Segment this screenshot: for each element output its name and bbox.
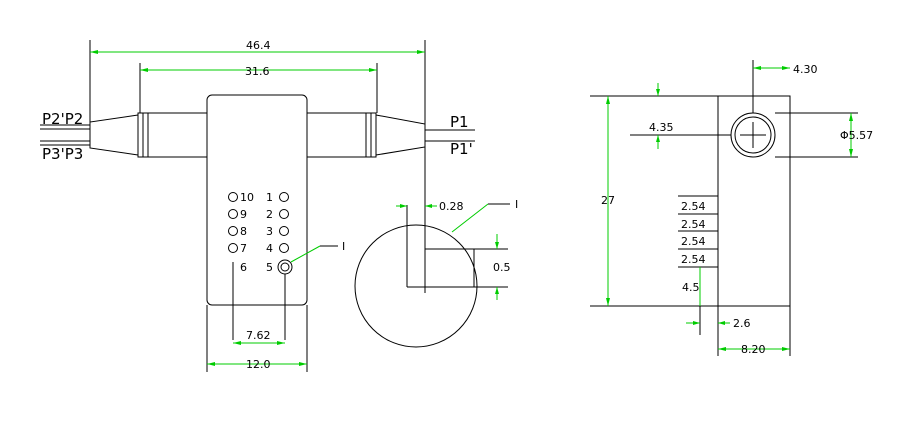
- left-taper: [89, 114, 139, 156]
- pin-hole: [279, 209, 289, 219]
- pin-hole: [279, 192, 289, 202]
- side-body: [717, 95, 791, 307]
- port-label-p2: P2'P2: [42, 110, 83, 128]
- dim-pitch: 2.54: [681, 218, 706, 231]
- pin-5-ring: [277, 259, 293, 275]
- dim-hole-offset-x: 4.30: [793, 63, 818, 76]
- port-label-p3: P3'P3: [42, 145, 83, 163]
- pin-hole: [228, 192, 238, 202]
- right-taper: [375, 114, 426, 156]
- pin-hole: [228, 226, 238, 236]
- dim-offset: 0.28: [439, 200, 464, 213]
- pin-number: 8: [240, 225, 247, 238]
- dim-body-width: 12.0: [246, 358, 271, 371]
- mount-hole-inner: [734, 116, 772, 154]
- pin-number: 10: [240, 191, 254, 204]
- front-view: P2'P2 P3'P3 P1 P1' 10 9 8 7 6 1 2 3 4 5: [40, 39, 518, 372]
- pin-hole: [279, 226, 289, 236]
- pin-number: 5: [266, 261, 273, 274]
- dim-pin-offset: 2.6: [733, 317, 751, 330]
- pin-hole: [279, 243, 289, 253]
- pin-number: 6: [240, 261, 247, 274]
- dim-pitch: 2.54: [681, 253, 706, 266]
- pin-5-hole: [280, 262, 290, 272]
- detail-circle: [354, 224, 478, 348]
- callout-detail: I: [515, 198, 518, 211]
- dim-width: 8.20: [741, 343, 766, 356]
- pin-hole: [228, 209, 238, 219]
- pin-number: 3: [266, 225, 273, 238]
- dim-detail-size: 0.5: [493, 261, 511, 274]
- port-label-p1: P1: [450, 113, 469, 131]
- dim-hole-offset-y: 4.35: [649, 121, 674, 134]
- dim-pin-height: 4.5: [682, 281, 700, 294]
- left-sleeve: [137, 112, 208, 158]
- port-label-p1-prime: P1': [450, 140, 473, 158]
- dim-pitch: 2.54: [681, 200, 706, 213]
- pin-number: 9: [240, 208, 247, 221]
- pin-hole: [228, 243, 238, 253]
- dim-overall-length: 46.4: [246, 39, 271, 52]
- dim-height: 27: [601, 194, 615, 207]
- pin-number: 7: [240, 242, 247, 255]
- dim-pitch: 2.54: [681, 235, 706, 248]
- pin-number: 2: [266, 208, 273, 221]
- right-sleeve: [306, 112, 377, 158]
- device-body: [206, 94, 308, 306]
- dim-pin-spacing: 7.62: [246, 329, 271, 342]
- callout-pin: I: [342, 240, 345, 253]
- pin-number: 1: [266, 191, 273, 204]
- dim-body-length: 31.6: [245, 65, 270, 78]
- side-view: 4.30 4.35 Φ5.57 27 2.54 2.54 2.54 2.54: [590, 60, 873, 356]
- pin-number: 4: [266, 242, 273, 255]
- dim-hole-diameter: Φ5.57: [840, 129, 873, 142]
